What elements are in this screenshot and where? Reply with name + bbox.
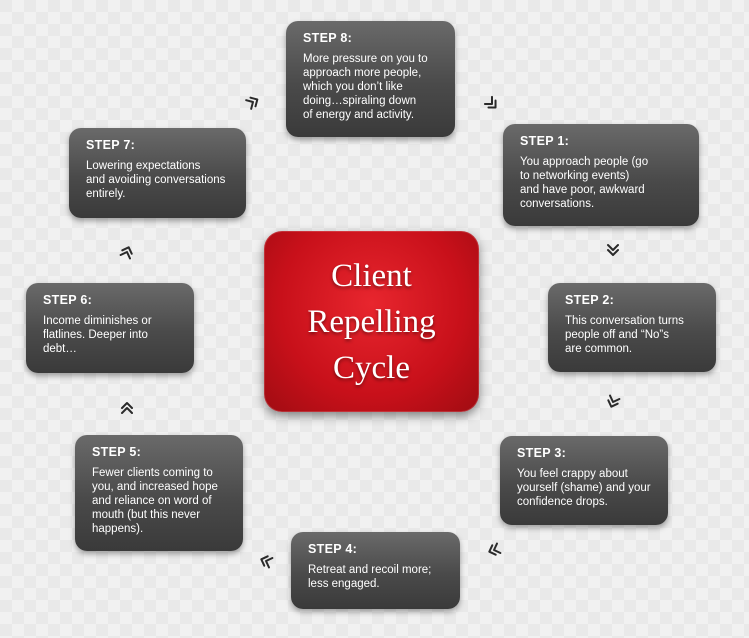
step-4-title: STEP 4: [308,542,358,556]
step-6-title: STEP 6: [43,293,93,307]
double-chevron-icon [605,242,621,258]
step-6-text: Income diminishes or flatlines. Deeper i… [43,315,152,355]
double-chevron-icon [481,93,504,116]
cycle-title-box: Client Repelling Cycle [264,231,479,412]
step-6-box: STEP 6: Income diminishes or flatlines. … [26,283,194,373]
double-chevron-icon [119,400,135,416]
double-chevron-icon [484,540,505,561]
step-1-title: STEP 1: [520,134,570,148]
double-chevron-icon [603,392,624,413]
step-1-text: You approach people (go to networking ev… [520,156,649,210]
step-5-text: Fewer clients coming to you, and increas… [92,467,218,535]
step-4-box: STEP 4: Retreat and recoil more; less en… [291,532,460,609]
cycle-title-line-2: Repelling [307,303,436,340]
double-chevron-icon [242,91,264,113]
step-7-text: Lowering expectations and avoiding conve… [86,160,226,200]
cycle-title-line-3: Cycle [333,349,410,386]
step-8-text: More pressure on you to approach more pe… [303,53,428,121]
step-7-box: STEP 7: Lowering expectations and avoidi… [69,128,246,218]
step-2-title: STEP 2: [565,293,615,307]
cycle-title-line-1: Client [331,257,412,294]
step-2-box: STEP 2: This conversation turns people o… [548,283,716,372]
step-3-title: STEP 3: [517,446,567,460]
step-2-text: This conversation turns people off and “… [565,315,684,355]
step-8-title: STEP 8: [303,31,353,45]
step-8-box: STEP 8: More pressure on you to approach… [286,21,455,137]
double-chevron-icon [117,242,138,263]
step-7-title: STEP 7: [86,138,136,152]
step-1-box: STEP 1: You approach people (go to netwo… [503,124,699,226]
step-4-text: Retreat and recoil more; less engaged. [308,564,432,590]
step-3-text: You feel crappy about yourself (shame) a… [517,468,651,508]
double-chevron-icon [256,551,277,572]
step-3-box: STEP 3: You feel crappy about yourself (… [500,436,668,525]
step-5-title: STEP 5: [92,445,142,459]
step-5-box: STEP 5: Fewer clients coming to you, and… [75,435,243,551]
